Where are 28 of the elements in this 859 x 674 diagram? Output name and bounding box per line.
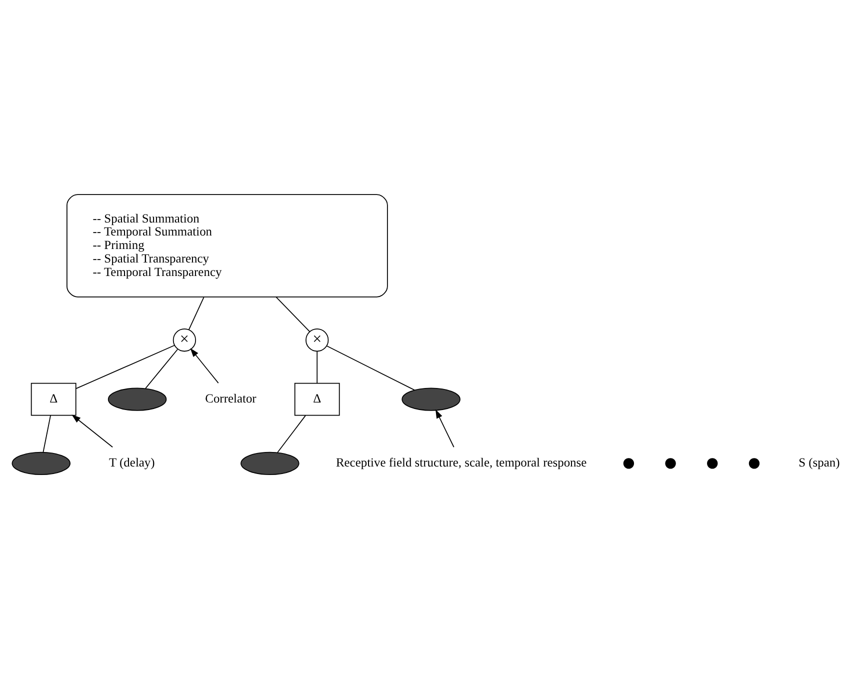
node-dot [665, 458, 676, 469]
connector [326, 346, 415, 391]
node-text: Correlator [205, 392, 256, 406]
connector [276, 296, 310, 332]
connector [42, 414, 51, 453]
node-circle: × [306, 328, 329, 352]
connector [76, 344, 175, 389]
node-ellipse [240, 452, 300, 475]
node-dot [748, 458, 760, 469]
connector [277, 415, 306, 453]
node-text: Receptive field structure, scale, temporal response [336, 456, 587, 470]
arrow [436, 409, 454, 448]
node-ellipse [12, 452, 70, 475]
connector [316, 351, 318, 384]
node-circle: × [172, 328, 196, 352]
connector [188, 296, 204, 330]
label: S (span) [798, 456, 840, 470]
node-dot [707, 458, 718, 469]
node-dot [623, 458, 634, 469]
node-box: -- Spatial Summation -- Temporal Summation -- Priming -- Spatial Transparency -- Temporal Transparency [66, 194, 388, 298]
node-ellipse [108, 388, 167, 411]
node-box: Δ [294, 382, 340, 416]
arrow [190, 348, 219, 384]
node-ellipse [402, 388, 460, 411]
connector [145, 348, 178, 389]
node-text: T (delay) [109, 456, 155, 470]
node-box: Δ [30, 382, 76, 416]
arrow [72, 414, 114, 448]
